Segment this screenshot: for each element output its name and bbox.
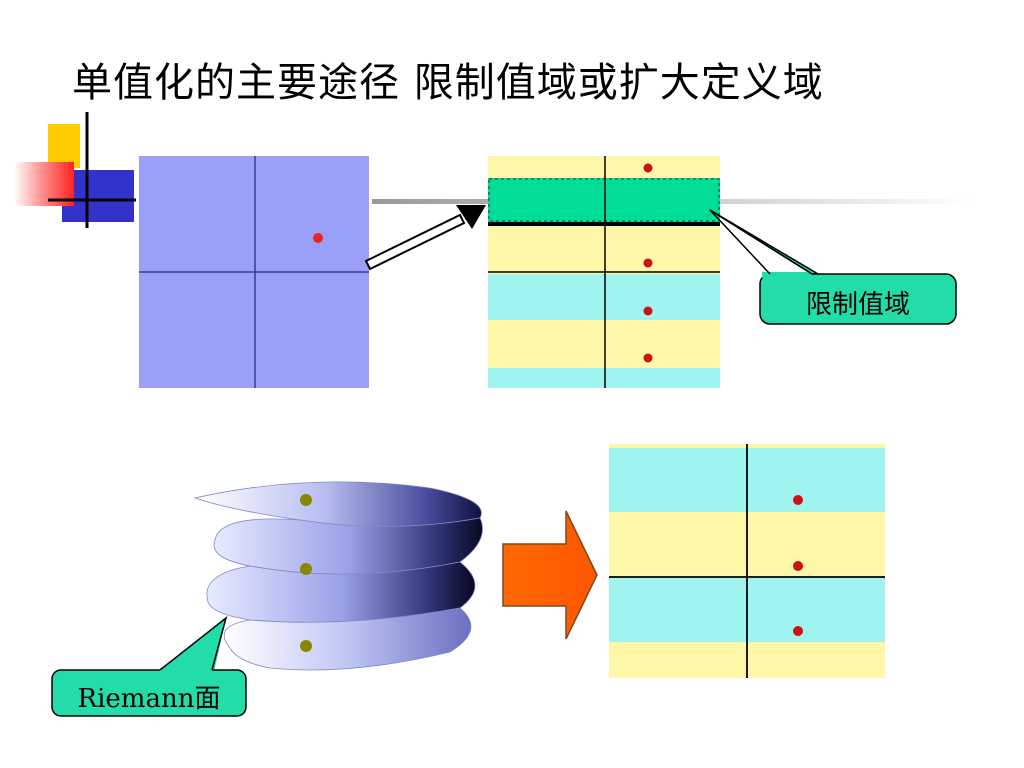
callout-label: 限制值域 <box>805 290 910 320</box>
slide-title: 单值化的主要途径 限制值域或扩大定义域 <box>72 60 824 106</box>
image-point <box>643 353 653 363</box>
image-point <box>793 626 803 636</box>
image-point <box>643 258 653 268</box>
image-point <box>643 163 653 173</box>
band-yellow <box>488 320 720 368</box>
callout-riemann: Riemann面 <box>50 612 250 718</box>
band-yellow <box>488 156 720 178</box>
surface-point <box>300 563 312 575</box>
band-cyan <box>488 368 720 388</box>
band-cyan <box>488 274 720 320</box>
domain-point <box>313 233 323 243</box>
riemann-surface <box>190 470 490 690</box>
range-plane-full <box>609 444 885 678</box>
band-yellow <box>488 222 720 274</box>
surface-point <box>300 494 312 506</box>
callout-range-restrict: 限制值域 <box>700 200 970 330</box>
selected-band <box>488 178 720 222</box>
domain-plane <box>139 156 369 388</box>
image-point <box>643 306 653 316</box>
corner-decoration <box>0 0 140 240</box>
image-point <box>793 561 803 571</box>
callout-label: Riemann面 <box>77 684 221 714</box>
image-point <box>793 495 803 505</box>
mapping-arrow <box>360 195 490 275</box>
surface-point <box>300 640 312 652</box>
orange-arrow <box>500 508 600 642</box>
range-plane <box>488 156 720 388</box>
